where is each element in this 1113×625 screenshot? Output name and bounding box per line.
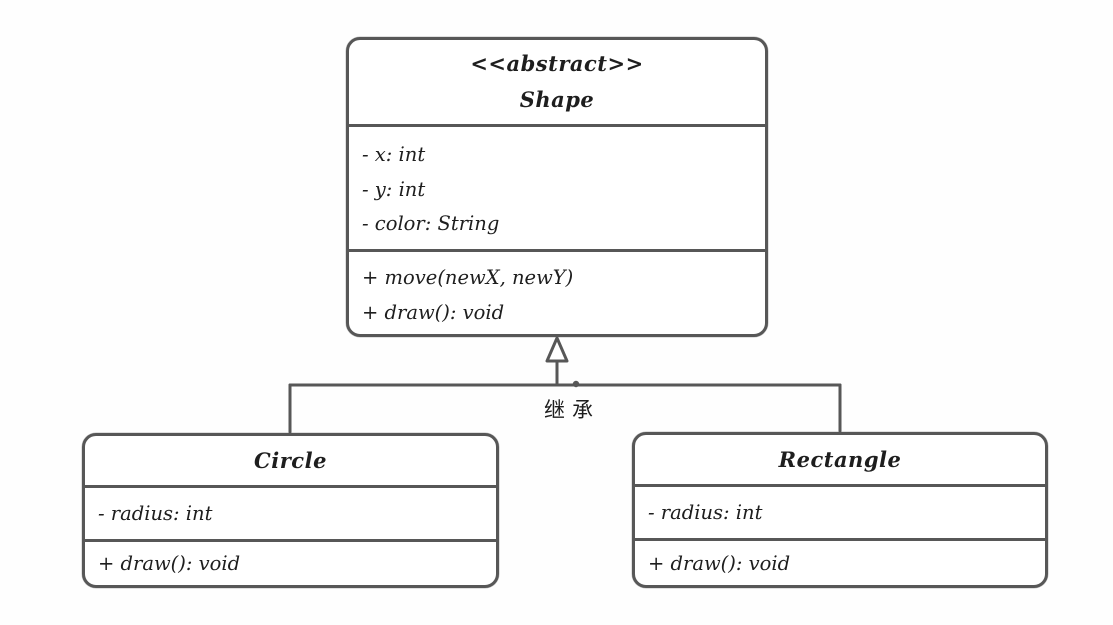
attribute: - color: String — [362, 212, 500, 235]
attribute: - radius: int — [98, 502, 213, 525]
class-methods-circle: + draw(): void — [85, 539, 496, 585]
class-box-rectangle[interactable]: Rectangle - radius: int + draw(): void — [632, 432, 1048, 588]
class-box-shape[interactable]: <<abstract>> Shape - x: int - y: int - c… — [346, 37, 768, 337]
inheritance-arrow-icon — [545, 336, 569, 363]
inheritance-edge-label: 继承 — [544, 398, 600, 422]
class-header-rectangle: Rectangle — [635, 435, 1045, 484]
class-stereotype: <<abstract>> — [470, 51, 644, 76]
class-name: Rectangle — [778, 446, 902, 472]
method: + draw(): void — [362, 301, 505, 324]
class-methods-rectangle: + draw(): void — [635, 538, 1045, 585]
class-header-circle: Circle — [85, 436, 496, 485]
class-name: Shape — [519, 87, 595, 112]
class-box-circle[interactable]: Circle - radius: int + draw(): void — [82, 433, 499, 588]
class-attributes-shape: - x: int - y: int - color: String — [349, 124, 765, 249]
method: + draw(): void — [98, 552, 241, 575]
junction-dot — [572, 380, 580, 388]
class-attributes-rectangle: - radius: int — [635, 484, 1045, 538]
attribute: - y: int — [362, 177, 426, 201]
method: + move(newX, newY) — [362, 266, 574, 289]
attribute: - radius: int — [648, 501, 763, 524]
attribute: - x: int — [362, 143, 426, 166]
method: + draw(): void — [648, 551, 791, 575]
class-attributes-circle: - radius: int — [85, 485, 496, 539]
class-name: Circle — [254, 447, 327, 473]
class-header-shape: <<abstract>> Shape — [349, 40, 765, 124]
class-methods-shape: + move(newX, newY) + draw(): void — [349, 249, 765, 334]
